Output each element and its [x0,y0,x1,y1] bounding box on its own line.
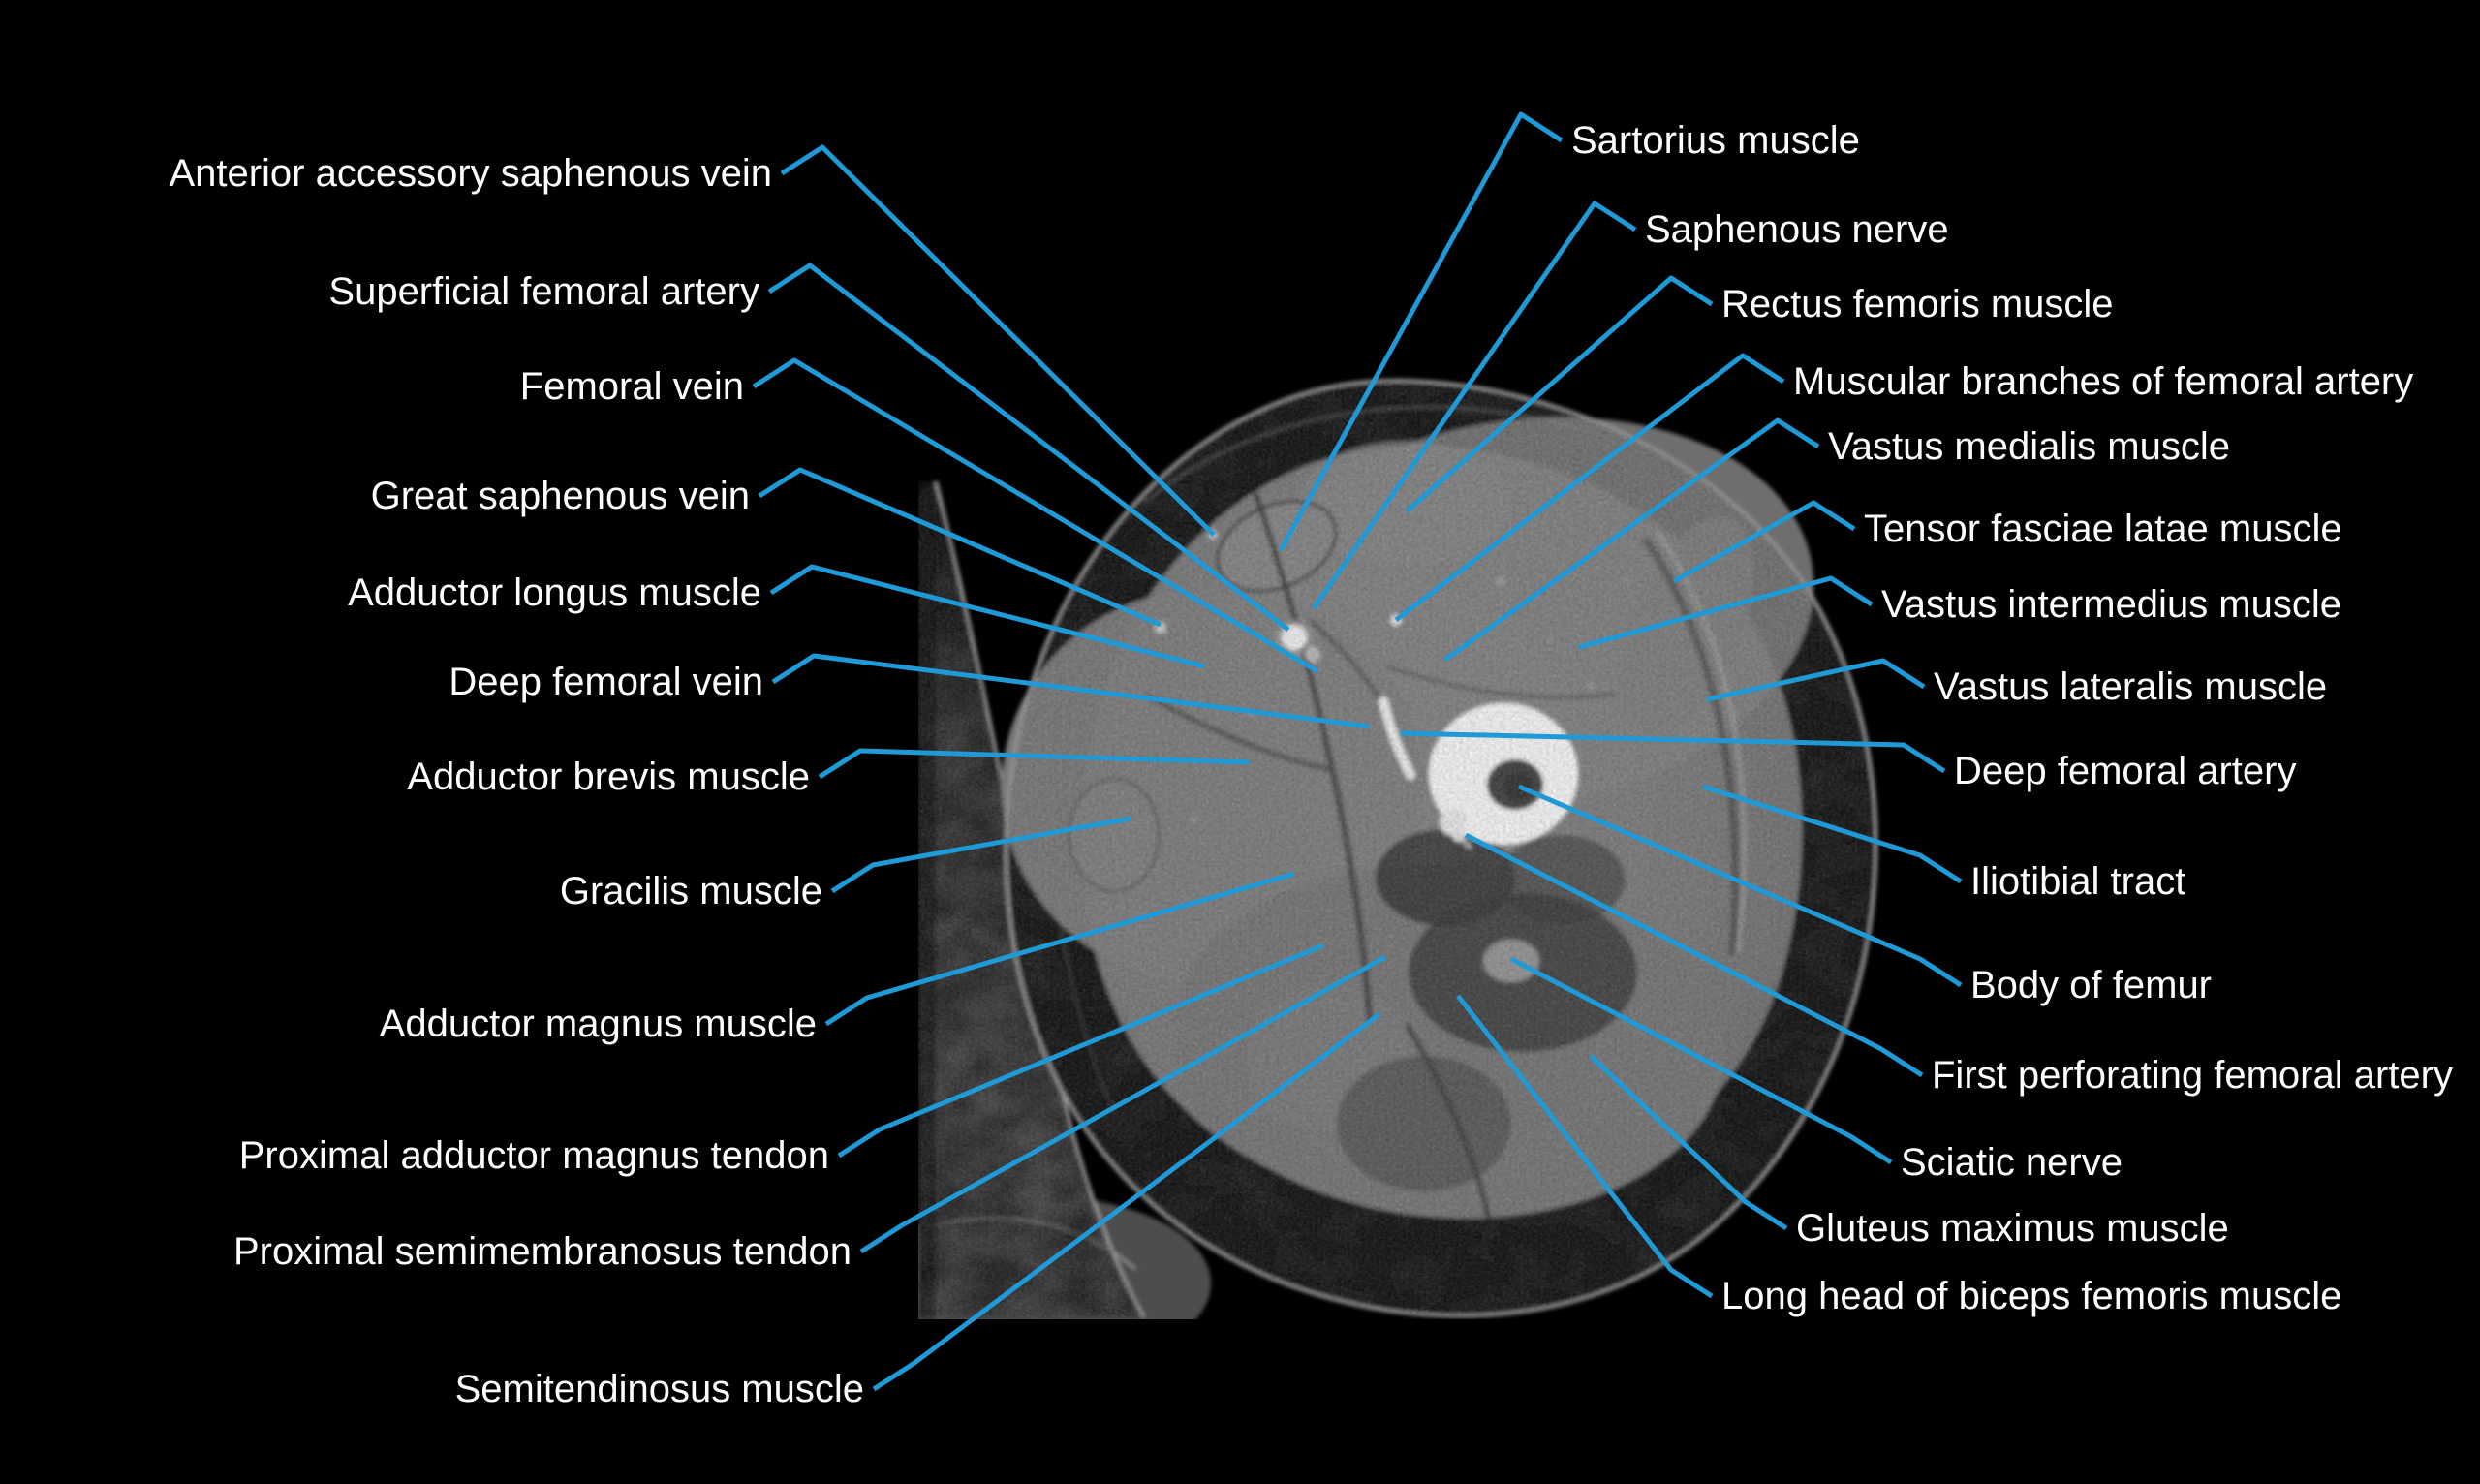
anatomy-labels: Anterior accessory saphenous veinSuperfi… [169,119,2453,1410]
leader-line-rectus-femoris-muscle [1405,275,1714,513]
leader-line-vastus-intermedius-muscle [1578,575,1874,650]
label-iliotibial-tract: Iliotibial tract [1970,860,2186,903]
label-saphenous-nerve: Saphenous nerve [1645,208,1949,251]
leader-line-proximal-semimembranosus-tendon [859,954,1387,1254]
leader-line-femoral-vein [752,357,1319,674]
leader-line-sciatic-nerve [1509,956,1893,1165]
leader-line-anterior-accessory-saphenous-vein [780,144,1216,537]
leader-line-great-saphenous-vein [758,467,1162,628]
leader-line-vastus-lateralis-muscle [1706,658,1926,702]
label-rectus-femoris-muscle: Rectus femoris muscle [1721,283,2114,325]
label-proximal-semimembranosus-tendon: Proximal semimembranosus tendon [233,1230,852,1273]
leader-line-body-of-femur [1518,784,1963,988]
label-adductor-magnus-muscle: Adductor magnus muscle [380,1003,817,1045]
leader-line-semitendinosus-muscle [872,1012,1381,1392]
leader-line-gluteus-maximus-muscle [1589,1054,1788,1231]
leader-line-long-head-of-biceps-femoris-muscle [1456,994,1714,1299]
leader-line-adductor-longus-muscle [769,564,1206,669]
label-vastus-medialis-muscle: Vastus medialis muscle [1828,425,2230,468]
leader-line-deep-femoral-artery [1400,730,1946,774]
label-body-of-femur: Body of femur [1970,964,2212,1006]
label-deep-femoral-artery: Deep femoral artery [1954,750,2296,792]
label-proximal-adductor-magnus-tendon: Proximal adductor magnus tendon [239,1134,829,1177]
leader-line-proximal-adductor-magnus-tendon [837,943,1324,1159]
leader-line-vastus-medialis-muscle [1443,417,1820,663]
label-deep-femoral-vein: Deep femoral vein [449,661,763,703]
label-great-saphenous-vein: Great saphenous vein [371,475,750,517]
label-tensor-fasciae-latae-muscle: Tensor fasciae latae muscle [1864,508,2342,550]
leader-line-iliotibial-tract [1702,784,1963,884]
leader-line-adductor-brevis-muscle [818,748,1251,780]
leader-line-saphenous-nerve [1311,201,1637,610]
label-sciatic-nerve: Sciatic nerve [1901,1141,2123,1184]
leader-line-sartorius-muscle [1278,111,1564,552]
label-gluteus-maximus-muscle: Gluteus maximus muscle [1796,1207,2229,1250]
leader-lines [752,111,1963,1392]
leader-line-muscular-branches-of-femoral-artery [1394,353,1785,622]
leader-line-first-perforating-femoral-artery [1464,832,1924,1078]
label-adductor-longus-muscle: Adductor longus muscle [348,572,761,614]
leader-line-gracilis-muscle [830,816,1132,894]
label-vastus-intermedius-muscle: Vastus intermedius muscle [1881,583,2341,626]
label-gracilis-muscle: Gracilis muscle [560,870,822,912]
label-muscular-branches-of-femoral-artery: Muscular branches of femoral artery [1793,360,2413,403]
leader-line-superficial-femoral-artery [767,263,1290,632]
label-semitendinosus-muscle: Semitendinosus muscle [455,1368,864,1410]
leader-line-deep-femoral-vein [771,653,1371,729]
leader-line-tensor-fasciae-latae-muscle [1672,500,1856,584]
label-first-perforating-femoral-artery: First perforating femoral artery [1932,1054,2453,1097]
label-adductor-brevis-muscle: Adductor brevis muscle [407,756,810,798]
label-femoral-vein: Femoral vein [520,365,744,408]
label-vastus-lateralis-muscle: Vastus lateralis muscle [1934,665,2327,708]
label-sartorius-muscle: Sartorius muscle [1571,119,1860,162]
label-superficial-femoral-artery: Superficial femoral artery [328,270,760,313]
label-long-head-of-biceps-femoris-muscle: Long head of biceps femoris muscle [1721,1275,2341,1317]
label-anterior-accessory-saphenous-vein: Anterior accessory saphenous vein [169,152,772,195]
leader-line-adductor-magnus-muscle [824,871,1295,1027]
